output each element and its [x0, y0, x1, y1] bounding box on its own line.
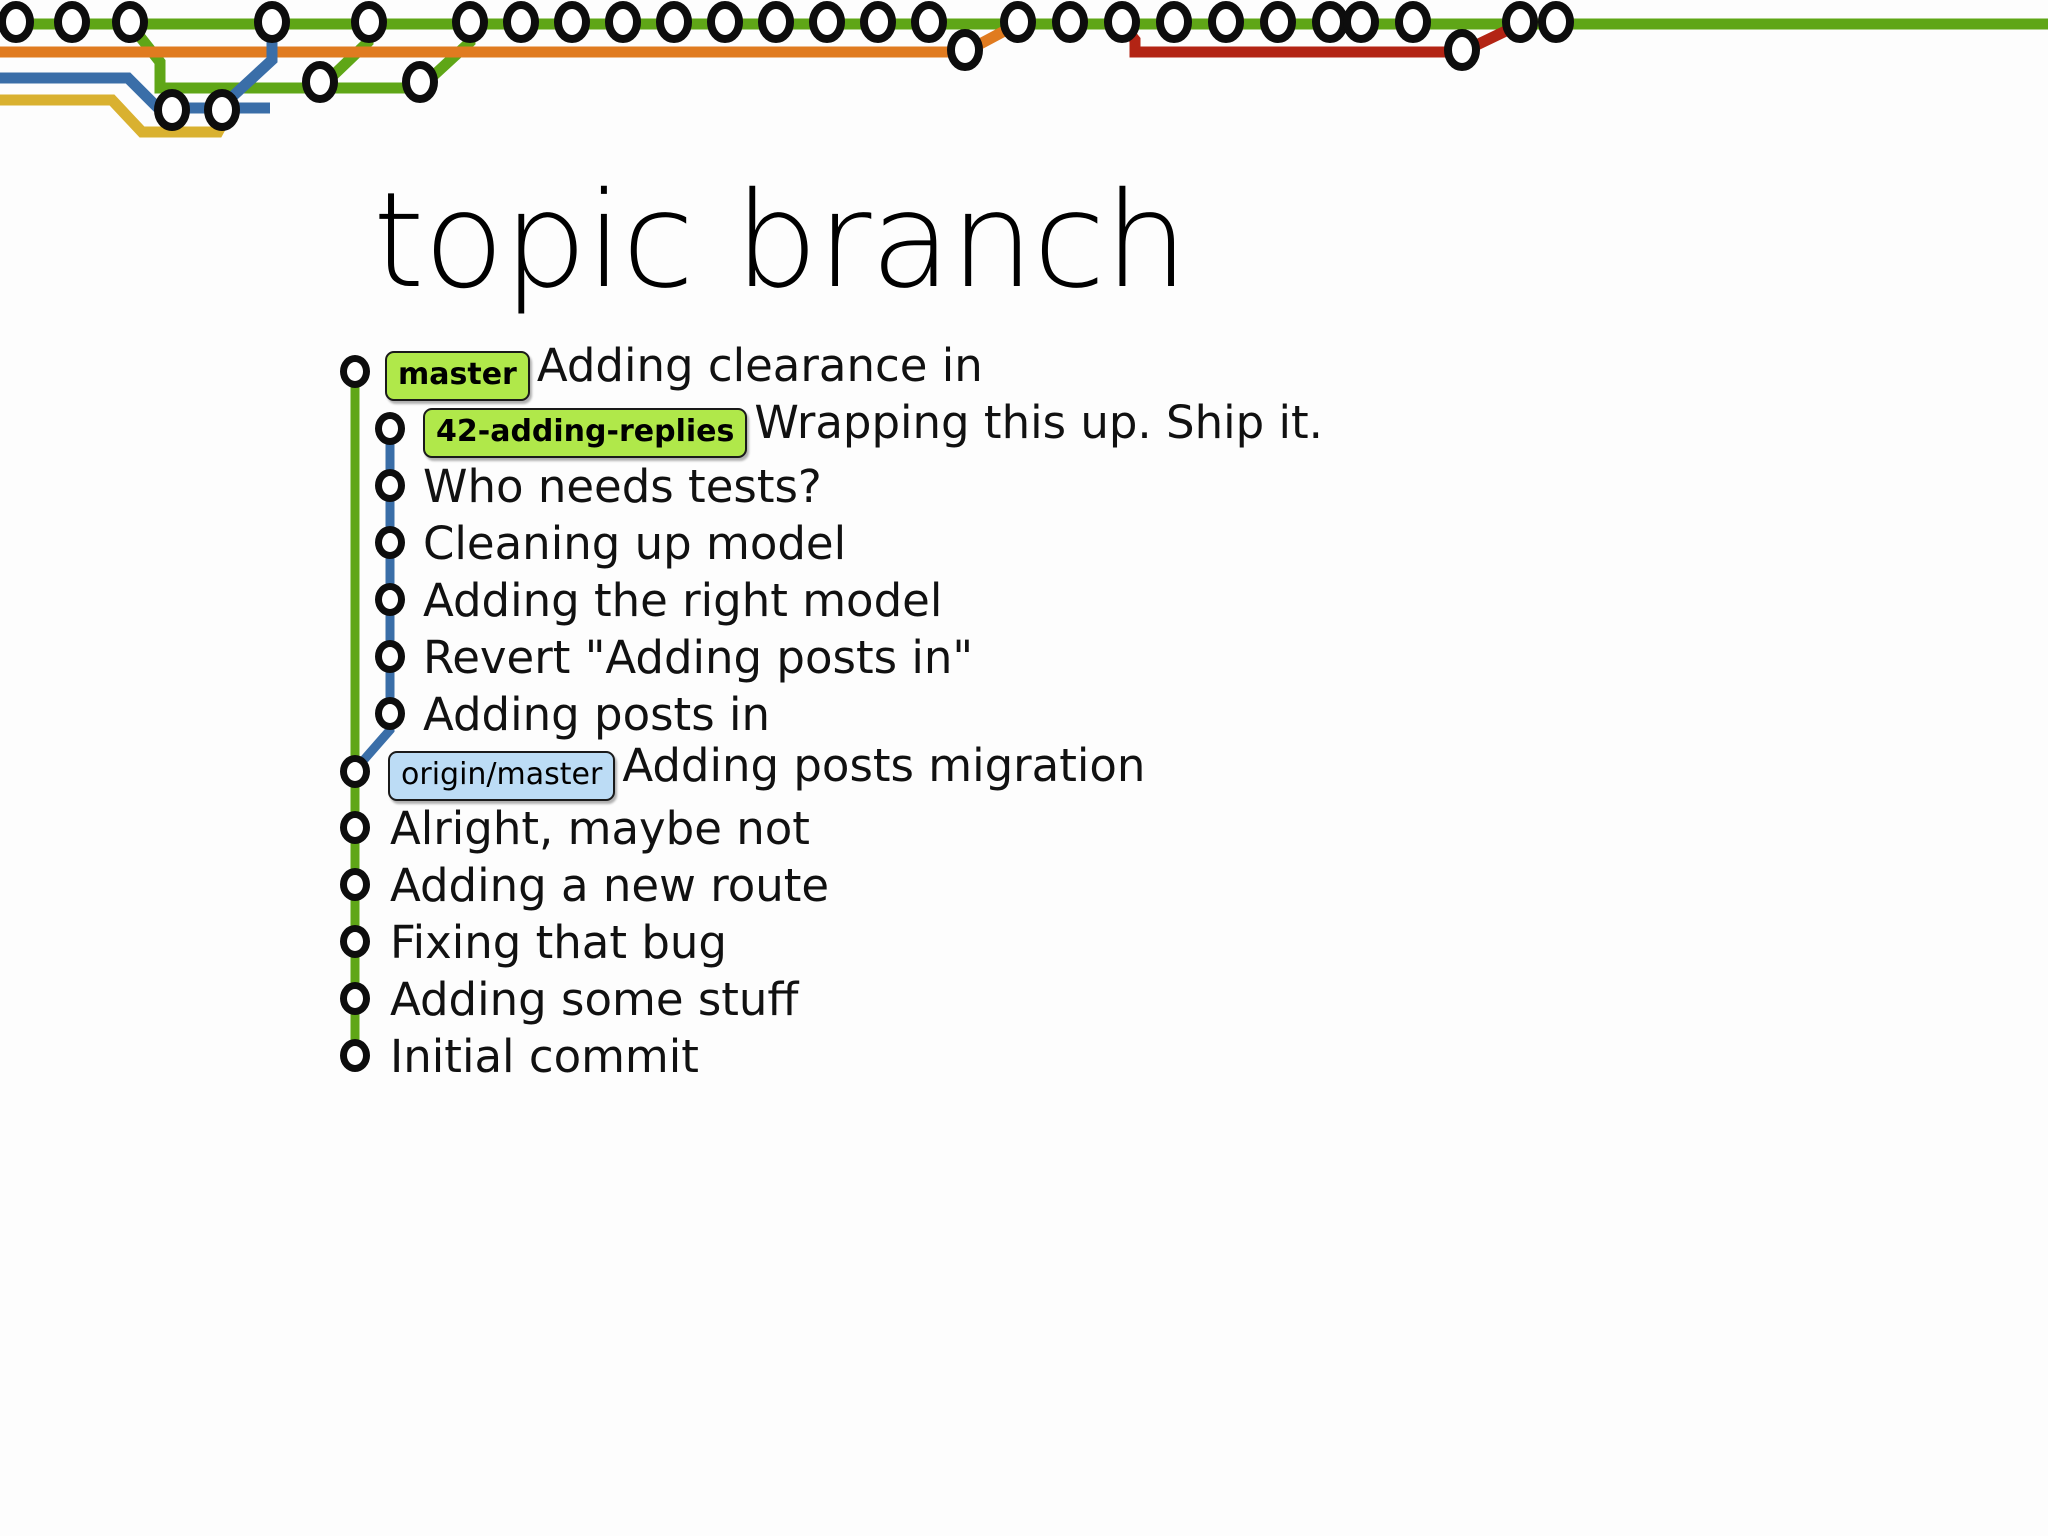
- commit-message: Fixing that bug: [390, 915, 727, 969]
- ref-badge-master[interactable]: master: [385, 351, 530, 402]
- commit-node[interactable]: [375, 526, 405, 559]
- commit-node[interactable]: [375, 640, 405, 673]
- commit-node[interactable]: [340, 925, 370, 958]
- commit-node[interactable]: [375, 469, 405, 502]
- commit-message: Alright, maybe not: [390, 801, 810, 855]
- commit-row-11[interactable]: Adding some stuff: [0, 971, 798, 1027]
- commit-message: Adding clearance in: [536, 338, 983, 392]
- commit-node[interactable]: [340, 355, 370, 388]
- commit-row-6[interactable]: Adding posts in: [0, 686, 770, 742]
- commit-row-3[interactable]: Cleaning up model: [0, 515, 846, 571]
- commit-message: Wrapping this up. Ship it.: [754, 395, 1323, 449]
- commit-message: Adding posts in: [423, 687, 770, 741]
- commit-message: Revert "Adding posts in": [423, 630, 974, 684]
- commit-message: Adding some stuff: [390, 972, 799, 1026]
- ref-badge-42-adding-replies[interactable]: 42-adding-replies: [423, 408, 748, 459]
- commit-row-5[interactable]: Revert "Adding posts in": [0, 629, 973, 685]
- commit-node[interactable]: [340, 811, 370, 844]
- ref-badge-origin-master[interactable]: origin/master: [388, 751, 616, 802]
- commit-row-4[interactable]: Adding the right model: [0, 572, 942, 628]
- commit-row-10[interactable]: Fixing that bug: [0, 914, 727, 970]
- commit-message: Adding the right model: [423, 573, 943, 627]
- branch-railway-graph: [0, 1, 2048, 138]
- commit-message: Adding a new route: [390, 858, 830, 912]
- commit-message: Who needs tests?: [423, 459, 822, 513]
- commit-node[interactable]: [375, 583, 405, 616]
- commit-node[interactable]: [375, 697, 405, 730]
- railway-nodes: [0, 1, 1574, 131]
- commit-node[interactable]: [340, 982, 370, 1015]
- commit-node[interactable]: [340, 1039, 370, 1072]
- commit-node[interactable]: [340, 755, 370, 788]
- commit-node[interactable]: [375, 412, 405, 445]
- commit-message: Initial commit: [390, 1029, 699, 1083]
- commit-message: Cleaning up model: [423, 516, 847, 570]
- commit-message: Adding posts migration: [622, 738, 1146, 792]
- commit-row-2[interactable]: Who needs tests?: [0, 458, 822, 514]
- commit-node[interactable]: [340, 868, 370, 901]
- commit-row-8[interactable]: Alright, maybe not: [0, 800, 810, 856]
- page-title: topic branch: [372, 164, 1188, 318]
- commit-row-9[interactable]: Adding a new route: [0, 857, 829, 913]
- commit-row-12[interactable]: Initial commit: [0, 1028, 699, 1084]
